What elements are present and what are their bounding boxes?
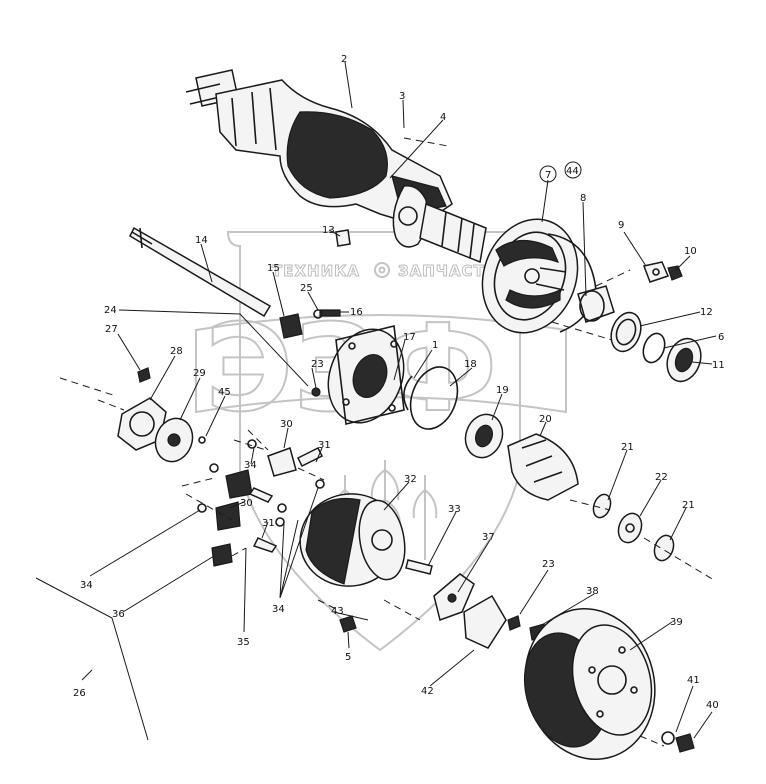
- callout-13: 13: [322, 225, 335, 236]
- callout-44: 44: [566, 166, 579, 177]
- callout-2: 2: [341, 54, 347, 65]
- callout-29: 29: [193, 368, 206, 379]
- callout-44-circle: [564, 161, 582, 179]
- callout-12: 12: [700, 307, 713, 318]
- callout-39: 39: [670, 617, 683, 628]
- callout-42: 42: [421, 686, 434, 697]
- o-ring-18: [409, 366, 459, 430]
- snap-ring-17: [403, 375, 413, 411]
- callout-43: 43: [331, 606, 344, 617]
- plug-13: [335, 229, 351, 247]
- assembly-center-lines: [59, 137, 715, 747]
- callout-labels: 2 3 4 7 44 8 9 10 12 6 11 13 14 15 25 16…: [73, 54, 725, 711]
- bearing-11: [666, 337, 702, 383]
- callout-8: 8: [580, 193, 586, 204]
- washer-21: [592, 493, 612, 519]
- bolt-9: [642, 261, 670, 283]
- nut-10: [667, 265, 683, 281]
- callout-10: 10: [684, 246, 697, 257]
- callout-38: 38: [586, 586, 599, 597]
- pin-23: [311, 387, 321, 397]
- gear-icon: [374, 262, 390, 278]
- callout-41: 41: [687, 675, 700, 686]
- brake-drum-39: [523, 607, 656, 761]
- leader-lines: [35, 61, 717, 741]
- callout-21-lower: 21: [682, 500, 695, 511]
- callout-33: 33: [448, 504, 461, 515]
- callout-3: 3: [399, 91, 405, 102]
- planet-carrier-29: [154, 417, 194, 463]
- callout-9: 9: [618, 220, 624, 231]
- callout-30-lower: 30: [240, 498, 253, 509]
- gears-30-31: [211, 446, 324, 567]
- callout-45: 45: [218, 387, 231, 398]
- callout-40: 40: [706, 700, 719, 711]
- spindle-20: [507, 433, 579, 501]
- callout-14: 14: [195, 235, 208, 246]
- wheel-hub-1: [327, 325, 405, 425]
- callout-20: 20: [539, 414, 552, 425]
- callout-26: 26: [73, 688, 86, 699]
- callout-30-upper: 30: [280, 419, 293, 430]
- callout-16: 16: [350, 307, 363, 318]
- seal-12: [610, 311, 642, 353]
- callout-4: 4: [440, 112, 446, 123]
- callout-34-lower: 34: [272, 604, 285, 615]
- callout-23-lower: 23: [542, 559, 555, 570]
- plate-42: [463, 594, 507, 649]
- bearing-8: [577, 285, 615, 323]
- watermark-text-left: ТЕХНИКА: [272, 262, 360, 280]
- gear-15: [279, 313, 303, 339]
- callout-34-left: 34: [80, 580, 93, 591]
- callout-18: 18: [464, 359, 477, 370]
- callout-37: 37: [482, 532, 495, 543]
- callout-27: 27: [105, 324, 118, 335]
- ring-6: [642, 332, 666, 364]
- bolt-33: [405, 559, 433, 575]
- callout-11: 11: [712, 360, 725, 371]
- callout-5: 5: [345, 652, 351, 663]
- callout-31-lower: 31: [262, 518, 275, 529]
- callout-15: 15: [267, 263, 280, 274]
- callout-36: 36: [112, 609, 125, 620]
- callout-6: 6: [718, 332, 724, 343]
- nut-40: [675, 733, 695, 753]
- callout-34-upper: 34: [244, 460, 257, 471]
- callout-25: 25: [300, 283, 313, 294]
- callout-22: 22: [655, 472, 668, 483]
- callout-31-upper: 31: [318, 440, 331, 451]
- callout-32: 32: [404, 474, 417, 485]
- nut-21: [653, 534, 675, 562]
- washer-45: [198, 436, 206, 444]
- watermark-text-right: ЗАПЧАСТИ: [398, 262, 498, 280]
- bolt-16: [319, 309, 341, 317]
- axle-housing: [185, 69, 453, 248]
- screw-27: [137, 367, 151, 383]
- callout-7-circle: [539, 165, 557, 183]
- axle-tube: [419, 202, 487, 264]
- bolt-5: [339, 615, 357, 633]
- callout-35: 35: [237, 637, 250, 648]
- callout-7: 7: [545, 170, 551, 181]
- plate-37: [433, 573, 475, 621]
- callout-1: 1: [432, 340, 438, 351]
- wheel-hub-32: [299, 493, 406, 587]
- callout-28: 28: [170, 346, 183, 357]
- lock-washer-22: [617, 512, 643, 544]
- watermark-banner: [195, 314, 567, 414]
- callout-19: 19: [496, 385, 509, 396]
- callout-17: 17: [403, 332, 416, 343]
- brake-assembly: [481, 218, 597, 334]
- callout-21-upper: 21: [621, 442, 634, 453]
- washer-41: [661, 731, 675, 745]
- callout-23-upper: 23: [311, 359, 324, 370]
- axle-shaft-14: [129, 226, 272, 318]
- callout-24: 24: [104, 305, 117, 316]
- bearing-19: [464, 413, 504, 459]
